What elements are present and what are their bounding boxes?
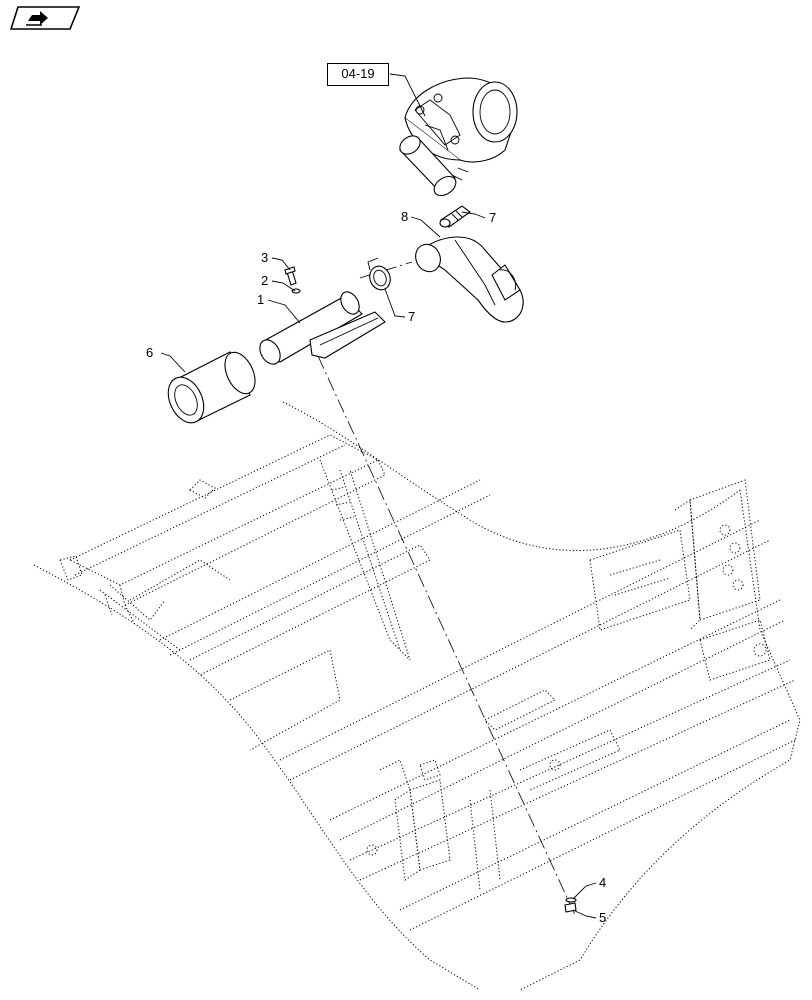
part-4-washer [565,897,577,903]
callout-3: 3 [261,250,269,265]
arrow-right-icon [9,6,81,30]
callout-1: 1 [257,292,265,307]
part-6-filter-element [167,351,256,424]
callout-5: 5 [599,910,607,925]
part-7-hose-clamp [367,257,391,291]
callout-7-upper: 7 [489,210,497,225]
part-8-elbow-hose [415,236,524,323]
callout-8: 8 [401,209,409,224]
callout-7-middle: 7 [408,309,416,324]
nav-arrow-button[interactable] [9,6,81,30]
part-7-upper-clamp [439,205,471,228]
callout-4: 4 [599,875,607,890]
engine-unit-assembly [399,77,518,197]
leader-lines [160,73,597,919]
chassis-frame [33,401,801,991]
part-3-screw [284,266,297,286]
assembly-centerline [317,355,576,916]
callout-2: 2 [261,273,269,288]
reference-box[interactable]: 04-19 [327,63,389,86]
part-1-intake-tube [259,291,386,365]
callout-6: 6 [146,345,154,360]
